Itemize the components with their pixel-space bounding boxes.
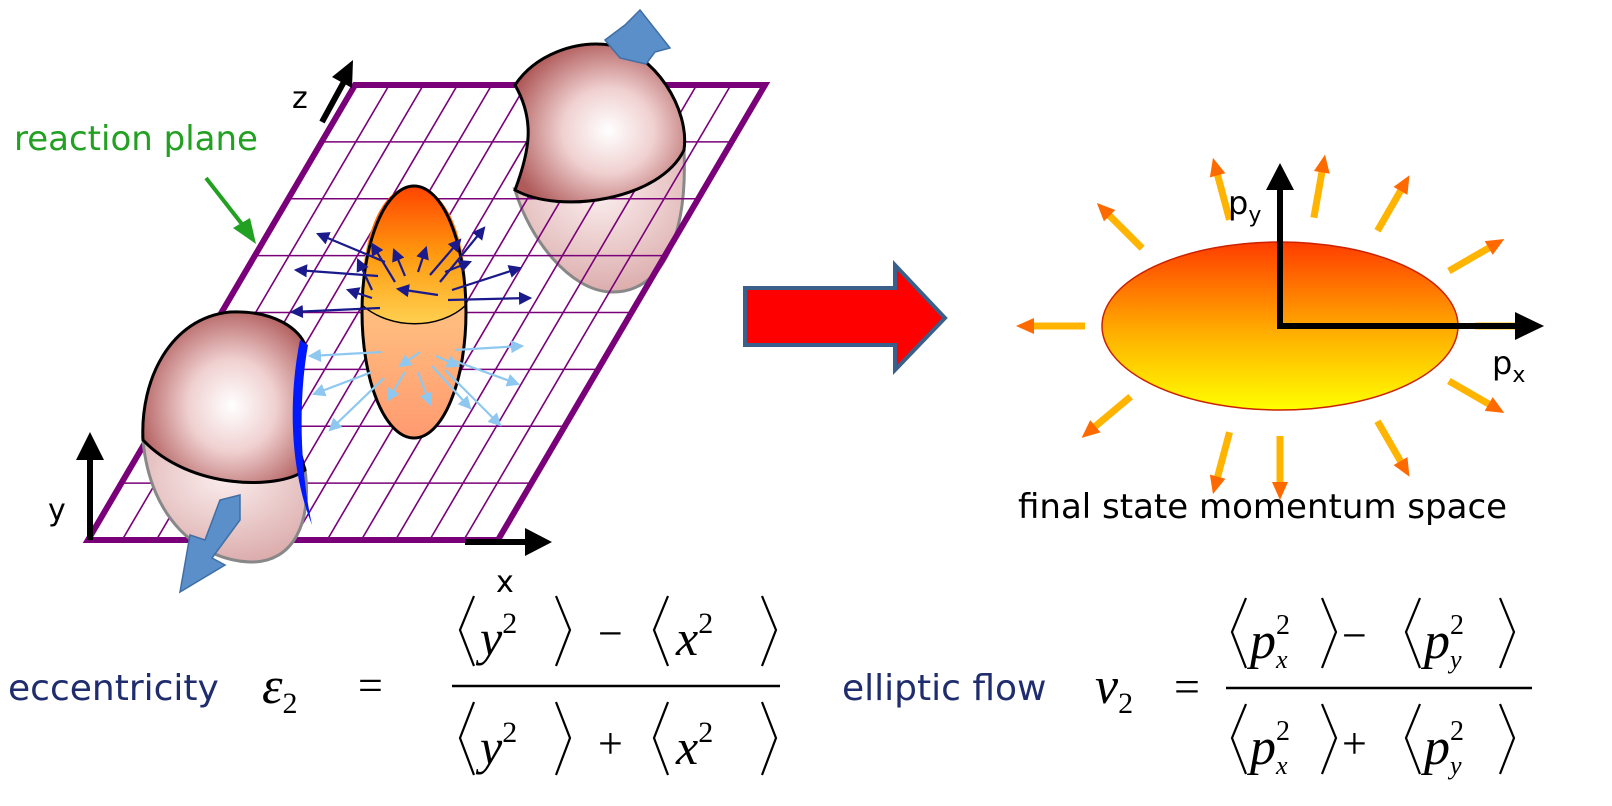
- v2-denominator: [1230, 703, 1516, 775]
- emission-ray-head: [1209, 157, 1226, 178]
- lower-nucleus: [141, 310, 307, 484]
- axis-y-label: y: [48, 493, 66, 528]
- v2-num-minus: −: [1342, 611, 1367, 660]
- coordinate-axes: [76, 60, 552, 556]
- emission-ray-head: [1393, 457, 1410, 477]
- emission-ray-head: [1016, 318, 1034, 334]
- emission-ray-head: [1393, 175, 1410, 195]
- final-state-caption: final state momentum space: [1018, 487, 1507, 527]
- epsilon-equals: =: [358, 661, 383, 710]
- dark-flow-arrows: [289, 226, 533, 319]
- v2-den-plus: +: [1342, 719, 1367, 768]
- eccentricity-formula: eccentricity ε2 = y2 − x2 y2 + x2: [8, 595, 780, 776]
- py-label: py: [1228, 184, 1261, 228]
- emission-ray: [1104, 210, 1145, 251]
- epsilon-den-y: y2: [475, 716, 517, 775]
- epsilon-num-y: y2: [475, 607, 517, 666]
- blue-edge: [292, 340, 312, 525]
- emission-ray-head: [1484, 397, 1505, 413]
- overlap-region-lower: [362, 305, 466, 438]
- elliptic-flow-label: elliptic flow: [842, 668, 1047, 709]
- px-label: px: [1492, 344, 1525, 388]
- reaction-plane-pointer: [204, 176, 256, 244]
- axis-z-label: z: [292, 81, 308, 116]
- eccentricity-label: eccentricity: [8, 668, 219, 709]
- emission-ray: [1090, 394, 1133, 432]
- emission-ray: [1447, 242, 1494, 275]
- epsilon-num-x: x2: [675, 607, 713, 666]
- epsilon-den-plus: +: [598, 719, 623, 768]
- v2-symbol: v2: [1095, 658, 1133, 720]
- epsilon-symbol: ε2: [262, 658, 298, 720]
- epsilon-num-minus: −: [598, 609, 623, 658]
- emission-ray: [1310, 167, 1326, 219]
- emission-ray-head: [1272, 482, 1288, 500]
- spectator-arrow-down: [178, 494, 241, 594]
- v2-equals: =: [1174, 661, 1200, 712]
- epsilon-den-x: x2: [675, 716, 713, 775]
- momentum-space: py px final state momentum space: [1016, 154, 1544, 527]
- emission-ray-head: [1313, 154, 1330, 174]
- epsilon-numerator: [458, 595, 778, 667]
- momentum-axes: [1266, 163, 1544, 340]
- collision-geometry: z y x reaction plane: [14, 8, 771, 600]
- emission-ray-head: [1484, 239, 1505, 255]
- transition-arrow: [743, 259, 948, 375]
- v2-numerator: [1230, 597, 1516, 669]
- emission-ray-head: [1081, 420, 1101, 438]
- emission-ray: [1374, 419, 1406, 467]
- emission-ray: [1374, 185, 1406, 233]
- emission-ray: [1213, 170, 1233, 221]
- emission-ray: [1213, 431, 1233, 482]
- spectator-arrow-up: [603, 8, 672, 65]
- reaction-plane-label: reaction plane: [14, 119, 258, 159]
- epsilon-denominator: [458, 701, 778, 776]
- emission-ray: [1447, 377, 1494, 410]
- emission-ray-head: [1209, 474, 1226, 495]
- overlap-region: [361, 186, 467, 324]
- emission-ray-head: [1096, 202, 1116, 222]
- axis-x-label: x: [496, 565, 514, 600]
- light-flow-arrows: [307, 340, 525, 432]
